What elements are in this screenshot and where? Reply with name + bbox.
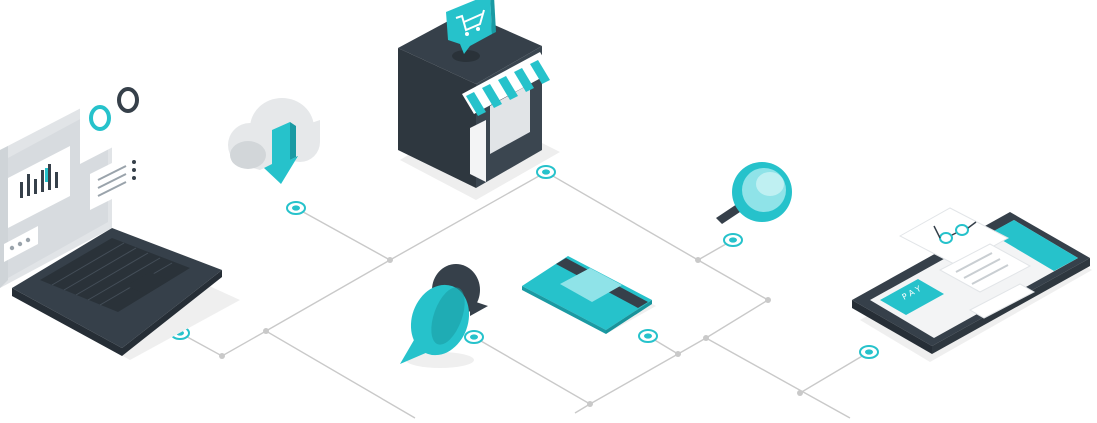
node-phone [859,345,879,359]
node-card [638,329,658,343]
node-search [723,233,743,247]
magnifying-glass-icon [716,162,792,224]
bar-chart-icon [8,146,70,228]
download-arrow-icon [264,122,298,184]
gauge-panel [80,72,142,164]
list-panel [90,148,142,210]
node-store [536,165,556,179]
store-awning [462,52,552,116]
shopping-cart-icon [446,0,496,62]
dots-panel [4,226,38,262]
chat-bubble-front [400,284,470,364]
storefront-icon [398,0,560,200]
chat-bubbles-icon [400,264,488,368]
junction-dots [219,257,803,407]
keyboard [40,238,190,312]
line-laptop [179,330,416,419]
node-chat [464,330,484,344]
line-cloud [265,207,392,332]
smartphone-icon: PAY [852,207,1092,362]
line-store [389,171,769,301]
card-signature [560,268,622,302]
store-door [470,120,486,182]
line-chat [473,336,592,414]
line-phone-node [799,351,870,394]
pay-button[interactable]: PAY [880,279,944,315]
node-cloud [286,201,306,215]
line-card [589,335,680,405]
credit-card-icon [522,256,656,334]
line-hub [677,299,769,355]
laptop-icon [0,72,240,360]
touchpad [126,272,170,294]
cloud-download-icon [228,98,320,184]
line-phone [705,337,851,419]
details-card [938,243,1032,293]
